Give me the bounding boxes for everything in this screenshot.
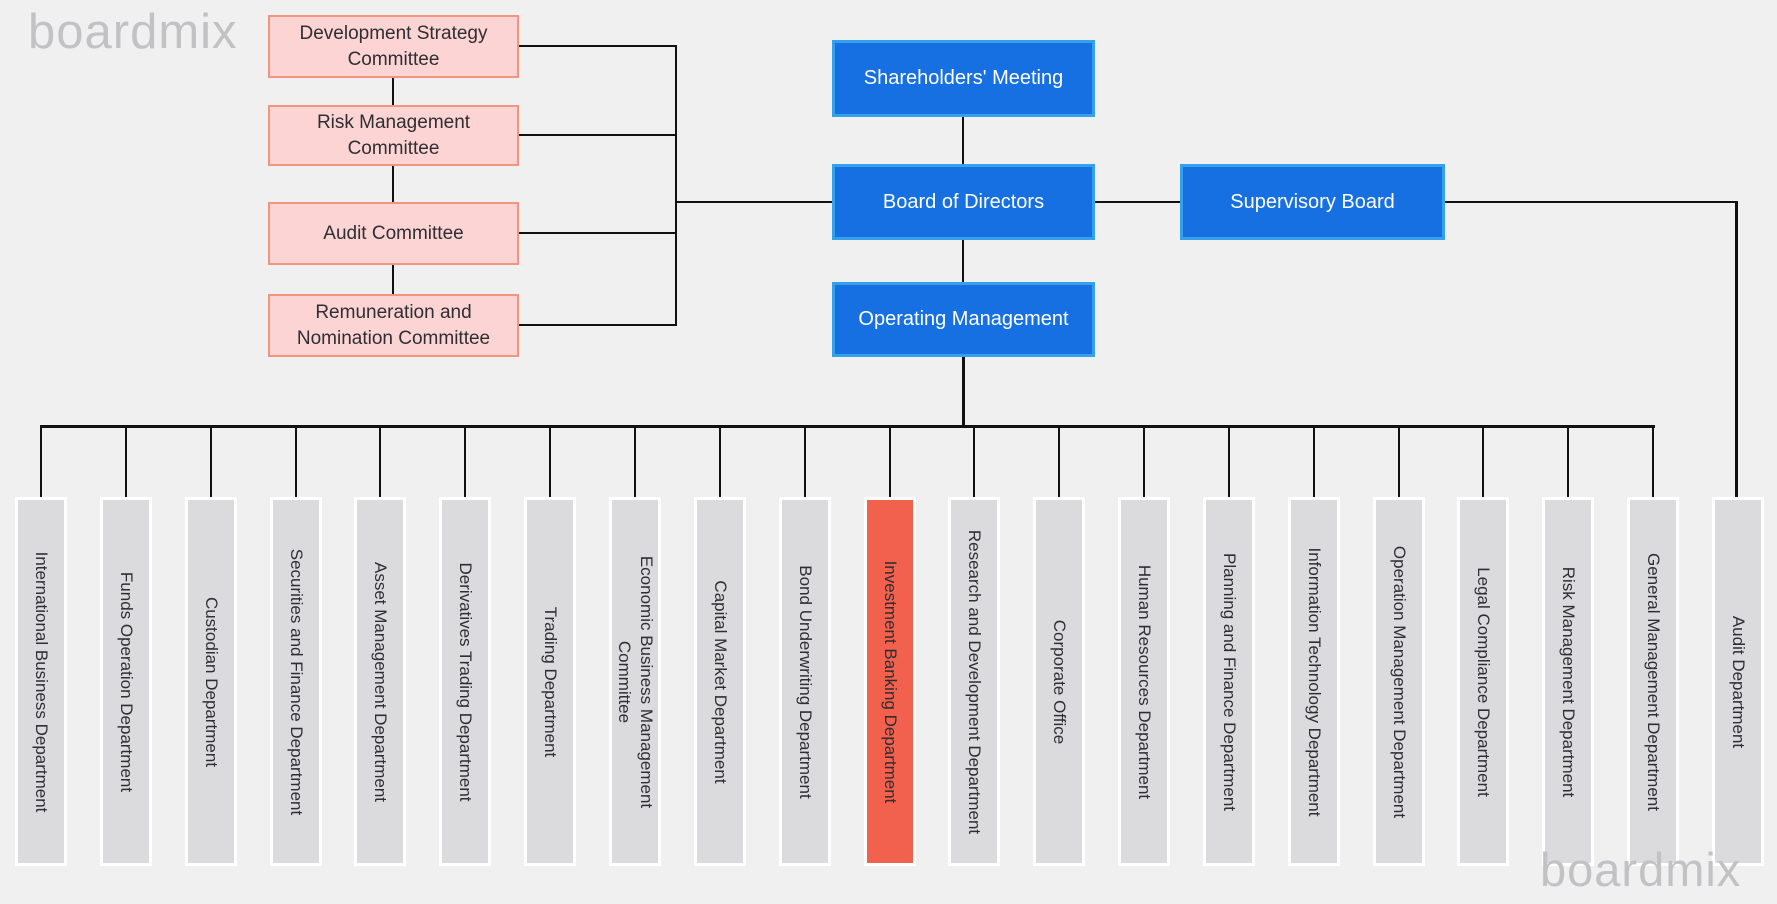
department-box-14[interactable]: Human Resources Department: [1118, 497, 1170, 866]
connector-line: [1398, 427, 1400, 497]
department-box-13[interactable]: Corporate Office: [1033, 497, 1085, 866]
board-of-directors-box[interactable]: Board of Directors: [832, 164, 1095, 240]
department-label: Capital Market Department: [710, 579, 730, 784]
committee-box-2[interactable]: Risk Management Committee: [268, 105, 519, 166]
department-box-9[interactable]: Capital Market Department: [694, 497, 746, 866]
connector-line: [379, 427, 381, 497]
department-label: Research and Development Department: [964, 529, 984, 834]
department-box-6[interactable]: Derivatives Trading Department: [439, 497, 491, 866]
department-box-15[interactable]: Planning and Finance Department: [1203, 497, 1255, 866]
connector-line: [1735, 201, 1738, 497]
connector-line: [676, 201, 832, 203]
department-label: Planning and Finance Department: [1219, 552, 1239, 811]
committee-box-4[interactable]: Remuneration and Nomination Committee: [268, 294, 519, 357]
connector-line: [675, 45, 677, 326]
supervisory-board-label: Supervisory Board: [1230, 190, 1395, 213]
boardmix-watermark-bottom-right: boardmix: [1540, 843, 1742, 896]
connector-line: [519, 232, 676, 234]
operating-management-label: Operating Management: [858, 308, 1069, 330]
department-label: Legal Compliance Department: [1473, 566, 1493, 797]
connector-line: [519, 324, 676, 326]
connector-line: [1058, 427, 1060, 497]
department-box-18[interactable]: Legal Compliance Department: [1457, 497, 1509, 866]
connector-line: [1482, 427, 1484, 497]
connector-line: [392, 166, 394, 203]
connector-line: [125, 427, 127, 497]
department-label: Asset Management Department: [370, 561, 390, 802]
connector-line: [295, 427, 297, 497]
connector-line: [962, 117, 964, 165]
department-label: Corporate Office: [1049, 619, 1069, 744]
connector-line: [1228, 427, 1230, 497]
department-label: Funds Operation Department: [116, 571, 136, 792]
department-box-5[interactable]: Asset Management Department: [354, 497, 406, 866]
connector-line: [519, 134, 676, 136]
committee-label: Risk Management Committee: [316, 112, 471, 159]
operating-management-box[interactable]: Operating Management: [832, 282, 1095, 357]
department-label: Operation Management Department: [1389, 545, 1409, 818]
department-label: Trading Department: [540, 606, 560, 757]
department-box-17[interactable]: Operation Management Department: [1373, 497, 1425, 866]
connector-line: [210, 427, 212, 497]
department-label: Information Technology Department: [1304, 546, 1324, 816]
department-box-3[interactable]: Custodian Department: [185, 497, 237, 866]
connector-line: [40, 425, 1655, 428]
department-label: Derivatives Trading Department: [455, 561, 475, 802]
connector-line: [40, 427, 42, 497]
connector-line: [719, 427, 721, 497]
department-box-1[interactable]: International Business Department: [15, 497, 67, 866]
department-label: Custodian Department: [201, 596, 221, 767]
department-label: Bond Underwriting Department: [795, 564, 815, 799]
connector-line: [962, 357, 965, 428]
department-box-20[interactable]: General Management Department: [1627, 497, 1679, 866]
committee-box-1[interactable]: Development Strategy Committee: [268, 15, 519, 78]
connector-line: [1313, 427, 1315, 497]
connector-line: [973, 427, 975, 497]
department-label: Investment Banking Department: [880, 560, 900, 803]
department-label: Economic Business Management Committee: [615, 555, 656, 808]
committee-label: Audit Committee: [323, 222, 464, 244]
connector-line: [549, 427, 551, 497]
shareholders-meeting-label: Shareholders' Meeting: [863, 67, 1064, 89]
connector-line: [519, 45, 676, 47]
connector-line: [392, 265, 394, 295]
department-label: Risk Management Department: [1558, 566, 1578, 797]
department-box-11[interactable]: Investment Banking Department: [864, 497, 916, 866]
department-box-7[interactable]: Trading Department: [524, 497, 576, 866]
committee-label: Remuneration and Nomination Committee: [296, 302, 491, 349]
connector-line: [962, 240, 964, 283]
department-box-21[interactable]: Audit Department: [1712, 497, 1764, 866]
department-label: General Management Department: [1643, 552, 1663, 811]
connector-line: [1095, 201, 1180, 203]
connector-line: [889, 427, 891, 497]
connector-line: [1445, 201, 1737, 203]
shareholders-meeting-box[interactable]: Shareholders' Meeting: [832, 40, 1095, 117]
board-of-directors-label: Board of Directors: [882, 190, 1045, 213]
department-label: Human Resources Department: [1134, 564, 1154, 799]
department-box-10[interactable]: Bond Underwriting Department: [779, 497, 831, 866]
department-box-8[interactable]: Economic Business Management Committee: [609, 497, 661, 866]
department-label: International Business Department: [31, 551, 51, 812]
department-label: Securities and Finance Department: [286, 548, 306, 815]
committee-label: Development Strategy Committee: [299, 23, 488, 70]
connector-line: [1143, 427, 1145, 497]
committee-box-3[interactable]: Audit Committee: [268, 202, 519, 265]
boardmix-watermark-top-left: boardmix: [28, 5, 238, 59]
department-box-19[interactable]: Risk Management Department: [1542, 497, 1594, 866]
connector-line: [464, 427, 466, 497]
connector-line: [634, 427, 636, 497]
department-label: Audit Department: [1728, 615, 1748, 748]
department-box-4[interactable]: Securities and Finance Department: [270, 497, 322, 866]
department-box-2[interactable]: Funds Operation Department: [100, 497, 152, 866]
department-box-16[interactable]: Information Technology Department: [1288, 497, 1340, 866]
connector-line: [392, 78, 394, 106]
supervisory-board-box[interactable]: Supervisory Board: [1180, 164, 1445, 240]
connector-line: [1567, 427, 1569, 497]
connector-line: [804, 427, 806, 497]
department-box-12[interactable]: Research and Development Department: [948, 497, 1000, 866]
connector-line: [1652, 427, 1654, 497]
